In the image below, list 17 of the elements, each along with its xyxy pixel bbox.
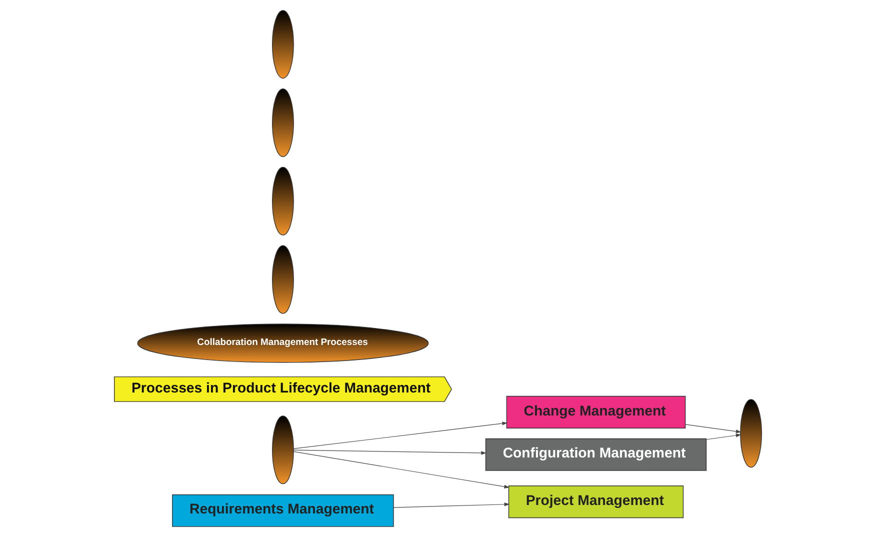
node-ellipse bbox=[272, 10, 294, 79]
node-ellipse bbox=[272, 245, 294, 314]
node-box: Project Management bbox=[508, 486, 684, 518]
node-box: Configuration Management bbox=[485, 438, 707, 471]
arrow bbox=[293, 450, 486, 455]
arrow bbox=[293, 422, 508, 449]
arrow bbox=[393, 502, 510, 508]
node-ellipse bbox=[272, 88, 294, 157]
arrow bbox=[685, 424, 742, 434]
arrow bbox=[706, 434, 742, 440]
node-ellipse: Collaboration Management Processes bbox=[137, 324, 429, 363]
node-ellipse bbox=[272, 166, 294, 236]
node-box: Change Management bbox=[506, 396, 686, 428]
arrow bbox=[293, 451, 510, 488]
node-box: Requirements Management bbox=[172, 494, 394, 527]
node-ellipse bbox=[272, 416, 294, 484]
node-ellipse bbox=[740, 399, 762, 468]
